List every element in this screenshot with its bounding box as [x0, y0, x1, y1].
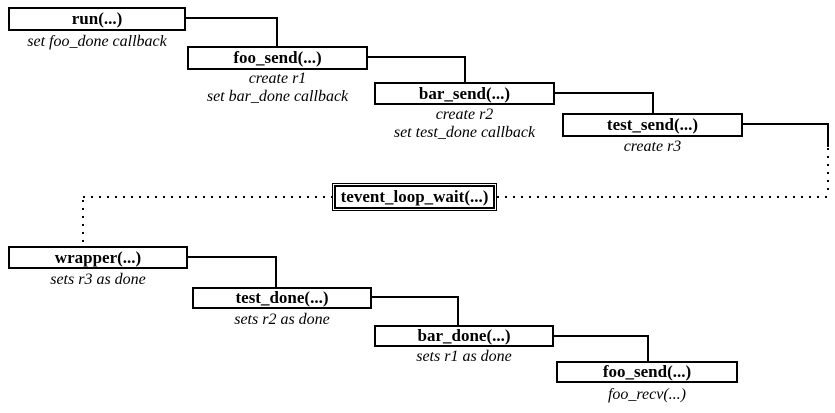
connector-bar-done-foo-send-h	[554, 335, 649, 337]
dotted-connector-left-v	[82, 200, 84, 246]
node-tevent-loop-wait-label: tevent_loop_wait(...)	[340, 187, 489, 206]
node-test-send: test_send(...)	[562, 113, 743, 137]
annotation-bar-done: sets r1 as done	[374, 348, 554, 366]
connector-wrapper-test-done-h	[188, 256, 277, 258]
connector-test-done-bar-done-v	[457, 296, 459, 325]
dotted-connector-right-h	[497, 196, 829, 198]
node-foo-send: foo_send(...)	[187, 46, 368, 70]
node-bar-send-label: bar_send(...)	[418, 83, 511, 103]
connector-run-foo-send-h	[186, 17, 278, 19]
node-tevent-loop-wait: tevent_loop_wait(...)	[332, 183, 497, 211]
annotation-bar-send: create r2 set test_done callback	[374, 106, 555, 142]
annotation-line: set bar_done callback	[206, 88, 349, 105]
node-bar-done-label: bar_done(...)	[417, 326, 511, 345]
node-bar-send: bar_send(...)	[374, 82, 555, 105]
annotation-line: sets r2 as done	[234, 311, 330, 328]
connector-foo-send-bar-send-h	[368, 56, 466, 58]
connector-run-foo-send-v	[276, 17, 278, 46]
node-run: run(...)	[8, 7, 186, 31]
node-bar-done: bar_done(...)	[374, 325, 554, 347]
node-wrapper: wrapper(...)	[8, 246, 188, 269]
node-foo-send-bottom: foo_send(...)	[556, 361, 738, 383]
annotation-wrapper: sets r3 as done	[8, 271, 188, 289]
connector-bar-send-test-send-h	[555, 92, 654, 94]
node-foo-send-label: foo_send(...)	[233, 48, 322, 67]
node-test-done-label: test_done(...)	[235, 288, 329, 307]
annotation-line: set test_done callback	[393, 124, 536, 141]
annotation-line: sets r3 as done	[50, 271, 146, 288]
connector-wrapper-test-done-v	[275, 256, 277, 287]
node-run-label: run(...)	[71, 9, 123, 28]
annotation-run: set foo_done callback	[8, 33, 186, 51]
annotation-line: create r3	[623, 138, 682, 155]
annotation-line: foo_recv(...)	[607, 386, 687, 403]
node-wrapper-label: wrapper(...)	[54, 247, 142, 267]
connector-test-send-right-h	[743, 123, 829, 125]
dotted-connector-right-v	[827, 148, 829, 196]
node-test-send-label: test_send(...)	[606, 115, 699, 134]
annotation-line: create r1	[248, 70, 307, 87]
annotation-line: set foo_done callback	[27, 33, 167, 50]
annotation-test-send: create r3	[562, 138, 743, 156]
node-tevent-loop-wait-inner: tevent_loop_wait(...)	[334, 185, 495, 209]
connector-bar-send-test-send-v	[652, 92, 654, 113]
annotation-test-done: sets r2 as done	[192, 311, 372, 329]
connector-foo-send-bar-send-v	[464, 56, 466, 82]
node-test-done: test_done(...)	[192, 287, 372, 309]
annotation-foo-send: create r1 set bar_done callback	[187, 70, 368, 106]
annotation-line: sets r1 as done	[416, 348, 512, 365]
connector-test-send-right-v	[827, 123, 829, 147]
annotation-foo-send-bottom: foo_recv(...)	[556, 386, 738, 404]
connector-bar-done-foo-send-v	[647, 335, 649, 361]
node-foo-send-bottom-label: foo_send(...)	[602, 362, 692, 381]
connector-test-done-bar-done-h	[372, 296, 459, 298]
dotted-connector-left-h	[83, 196, 332, 198]
annotation-line: create r2	[435, 106, 494, 123]
